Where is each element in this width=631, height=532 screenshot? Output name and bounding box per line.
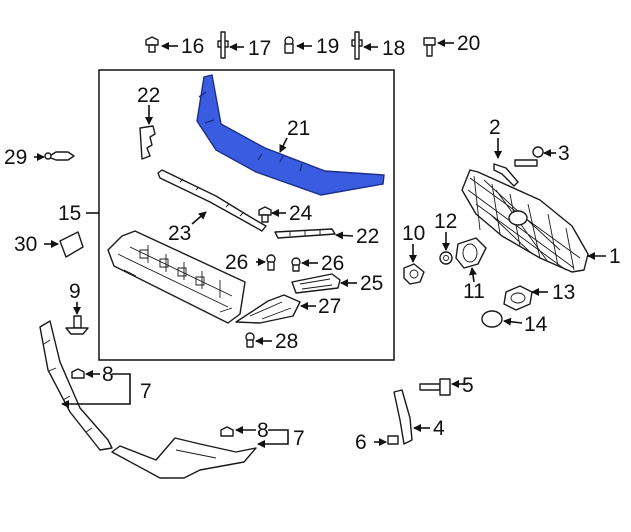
clip-24-icon[interactable] bbox=[258, 206, 272, 223]
callout-22-b: 22 bbox=[356, 225, 379, 248]
callout-10: 10 bbox=[402, 222, 425, 245]
clip-26-right-icon[interactable] bbox=[291, 257, 301, 272]
callout-14: 14 bbox=[524, 313, 548, 336]
bracket-22-lower[interactable] bbox=[274, 228, 336, 239]
callout-24: 24 bbox=[289, 202, 313, 225]
callout-7-b: 7 bbox=[293, 427, 305, 450]
callout-27: 27 bbox=[318, 295, 341, 318]
bracket-22-upper[interactable] bbox=[139, 125, 156, 160]
callout-19: 19 bbox=[316, 35, 339, 58]
callout-8-b: 8 bbox=[257, 419, 269, 442]
callout-15: 15 bbox=[58, 202, 81, 225]
bracket-4[interactable] bbox=[393, 389, 413, 445]
clip-12-icon[interactable] bbox=[439, 251, 453, 265]
bolt-9-icon[interactable] bbox=[65, 315, 89, 335]
upper-bracket-21[interactable] bbox=[196, 74, 385, 196]
callout-30: 30 bbox=[14, 233, 37, 256]
callout-1: 1 bbox=[609, 245, 621, 268]
callout-8-a: 8 bbox=[102, 363, 114, 386]
callout-22-a: 22 bbox=[137, 84, 160, 107]
bezel-13[interactable] bbox=[503, 285, 533, 311]
callout-18: 18 bbox=[382, 37, 405, 60]
cap-14-icon[interactable] bbox=[481, 310, 503, 328]
bolt-29-icon[interactable] bbox=[44, 151, 75, 161]
cap-30-icon[interactable] bbox=[59, 231, 84, 258]
bolt-5-icon[interactable] bbox=[419, 378, 451, 396]
fastener-20-icon[interactable] bbox=[423, 37, 436, 57]
fastener-19-icon[interactable] bbox=[284, 36, 294, 54]
callout-25: 25 bbox=[360, 272, 383, 295]
callout-17: 17 bbox=[248, 37, 271, 60]
callout-labels: 1 2 3 4 5 6 7 7 8 8 9 10 11 12 13 14 15 … bbox=[4, 32, 621, 454]
bezel-10[interactable] bbox=[403, 263, 425, 285]
callout-20: 20 bbox=[457, 32, 480, 55]
bracket-27[interactable] bbox=[235, 294, 301, 324]
callout-21: 21 bbox=[287, 117, 310, 140]
callout-6: 6 bbox=[355, 431, 367, 454]
callout-12: 12 bbox=[434, 210, 457, 233]
bracket-2[interactable] bbox=[493, 163, 519, 187]
clip-8-upper-icon[interactable] bbox=[71, 368, 85, 379]
callout-29: 29 bbox=[4, 146, 27, 169]
callout-5: 5 bbox=[462, 374, 474, 397]
callout-13: 13 bbox=[552, 281, 575, 304]
callout-4: 4 bbox=[433, 417, 445, 440]
strip-23[interactable] bbox=[157, 169, 267, 232]
callout-7-a: 7 bbox=[140, 380, 152, 403]
bracket-25[interactable] bbox=[291, 273, 341, 294]
bezel-11[interactable] bbox=[455, 237, 487, 269]
lower-trim-7[interactable] bbox=[39, 320, 257, 479]
grille-1[interactable] bbox=[461, 169, 589, 273]
assembly-box-15 bbox=[98, 69, 395, 361]
callout-23: 23 bbox=[168, 222, 191, 245]
fastener-16-icon[interactable] bbox=[145, 36, 159, 53]
callout-28: 28 bbox=[275, 330, 298, 353]
callout-26-b: 26 bbox=[321, 252, 344, 275]
fastener-18-icon[interactable] bbox=[351, 31, 363, 60]
callout-11: 11 bbox=[463, 280, 485, 303]
fastener-17-icon[interactable] bbox=[217, 31, 229, 59]
callout-9: 9 bbox=[69, 280, 81, 303]
callout-16: 16 bbox=[181, 35, 204, 58]
callout-3: 3 bbox=[558, 142, 570, 165]
clip-6-icon[interactable] bbox=[387, 435, 399, 445]
support-panel[interactable] bbox=[107, 230, 246, 324]
callout-2: 2 bbox=[489, 116, 501, 139]
clip-28-icon[interactable] bbox=[245, 332, 255, 348]
callout-26-a: 26 bbox=[225, 251, 248, 274]
clip-26-left-icon[interactable] bbox=[266, 254, 276, 271]
clip-8-lower-icon[interactable] bbox=[220, 426, 234, 437]
screw-3-icon[interactable] bbox=[514, 146, 544, 167]
